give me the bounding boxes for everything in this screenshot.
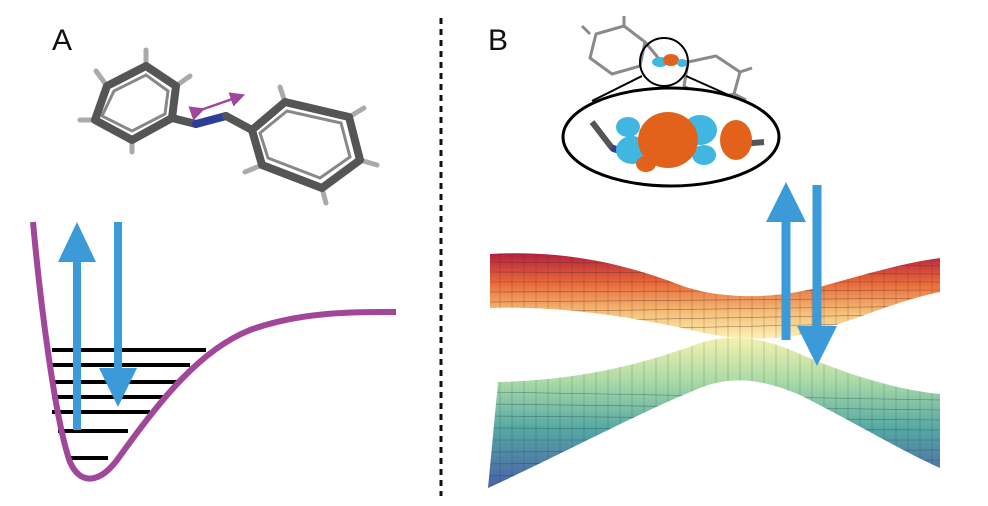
excitation-arrow-up	[58, 222, 96, 430]
azobenzene-molecule-icon	[77, 47, 380, 206]
emission-arrow-down	[99, 222, 137, 407]
panel-label-b: B	[488, 24, 509, 57]
ground-state-surface	[488, 337, 940, 488]
panel-label-a: A	[52, 24, 73, 57]
azobenzene-with-orbital-icon	[561, 16, 781, 188]
surface-emission-arrow-down	[797, 185, 837, 366]
excited-state-surface	[490, 253, 940, 339]
surface-excitation-arrow-up	[766, 182, 806, 340]
potential-energy-curve	[30, 221, 397, 482]
